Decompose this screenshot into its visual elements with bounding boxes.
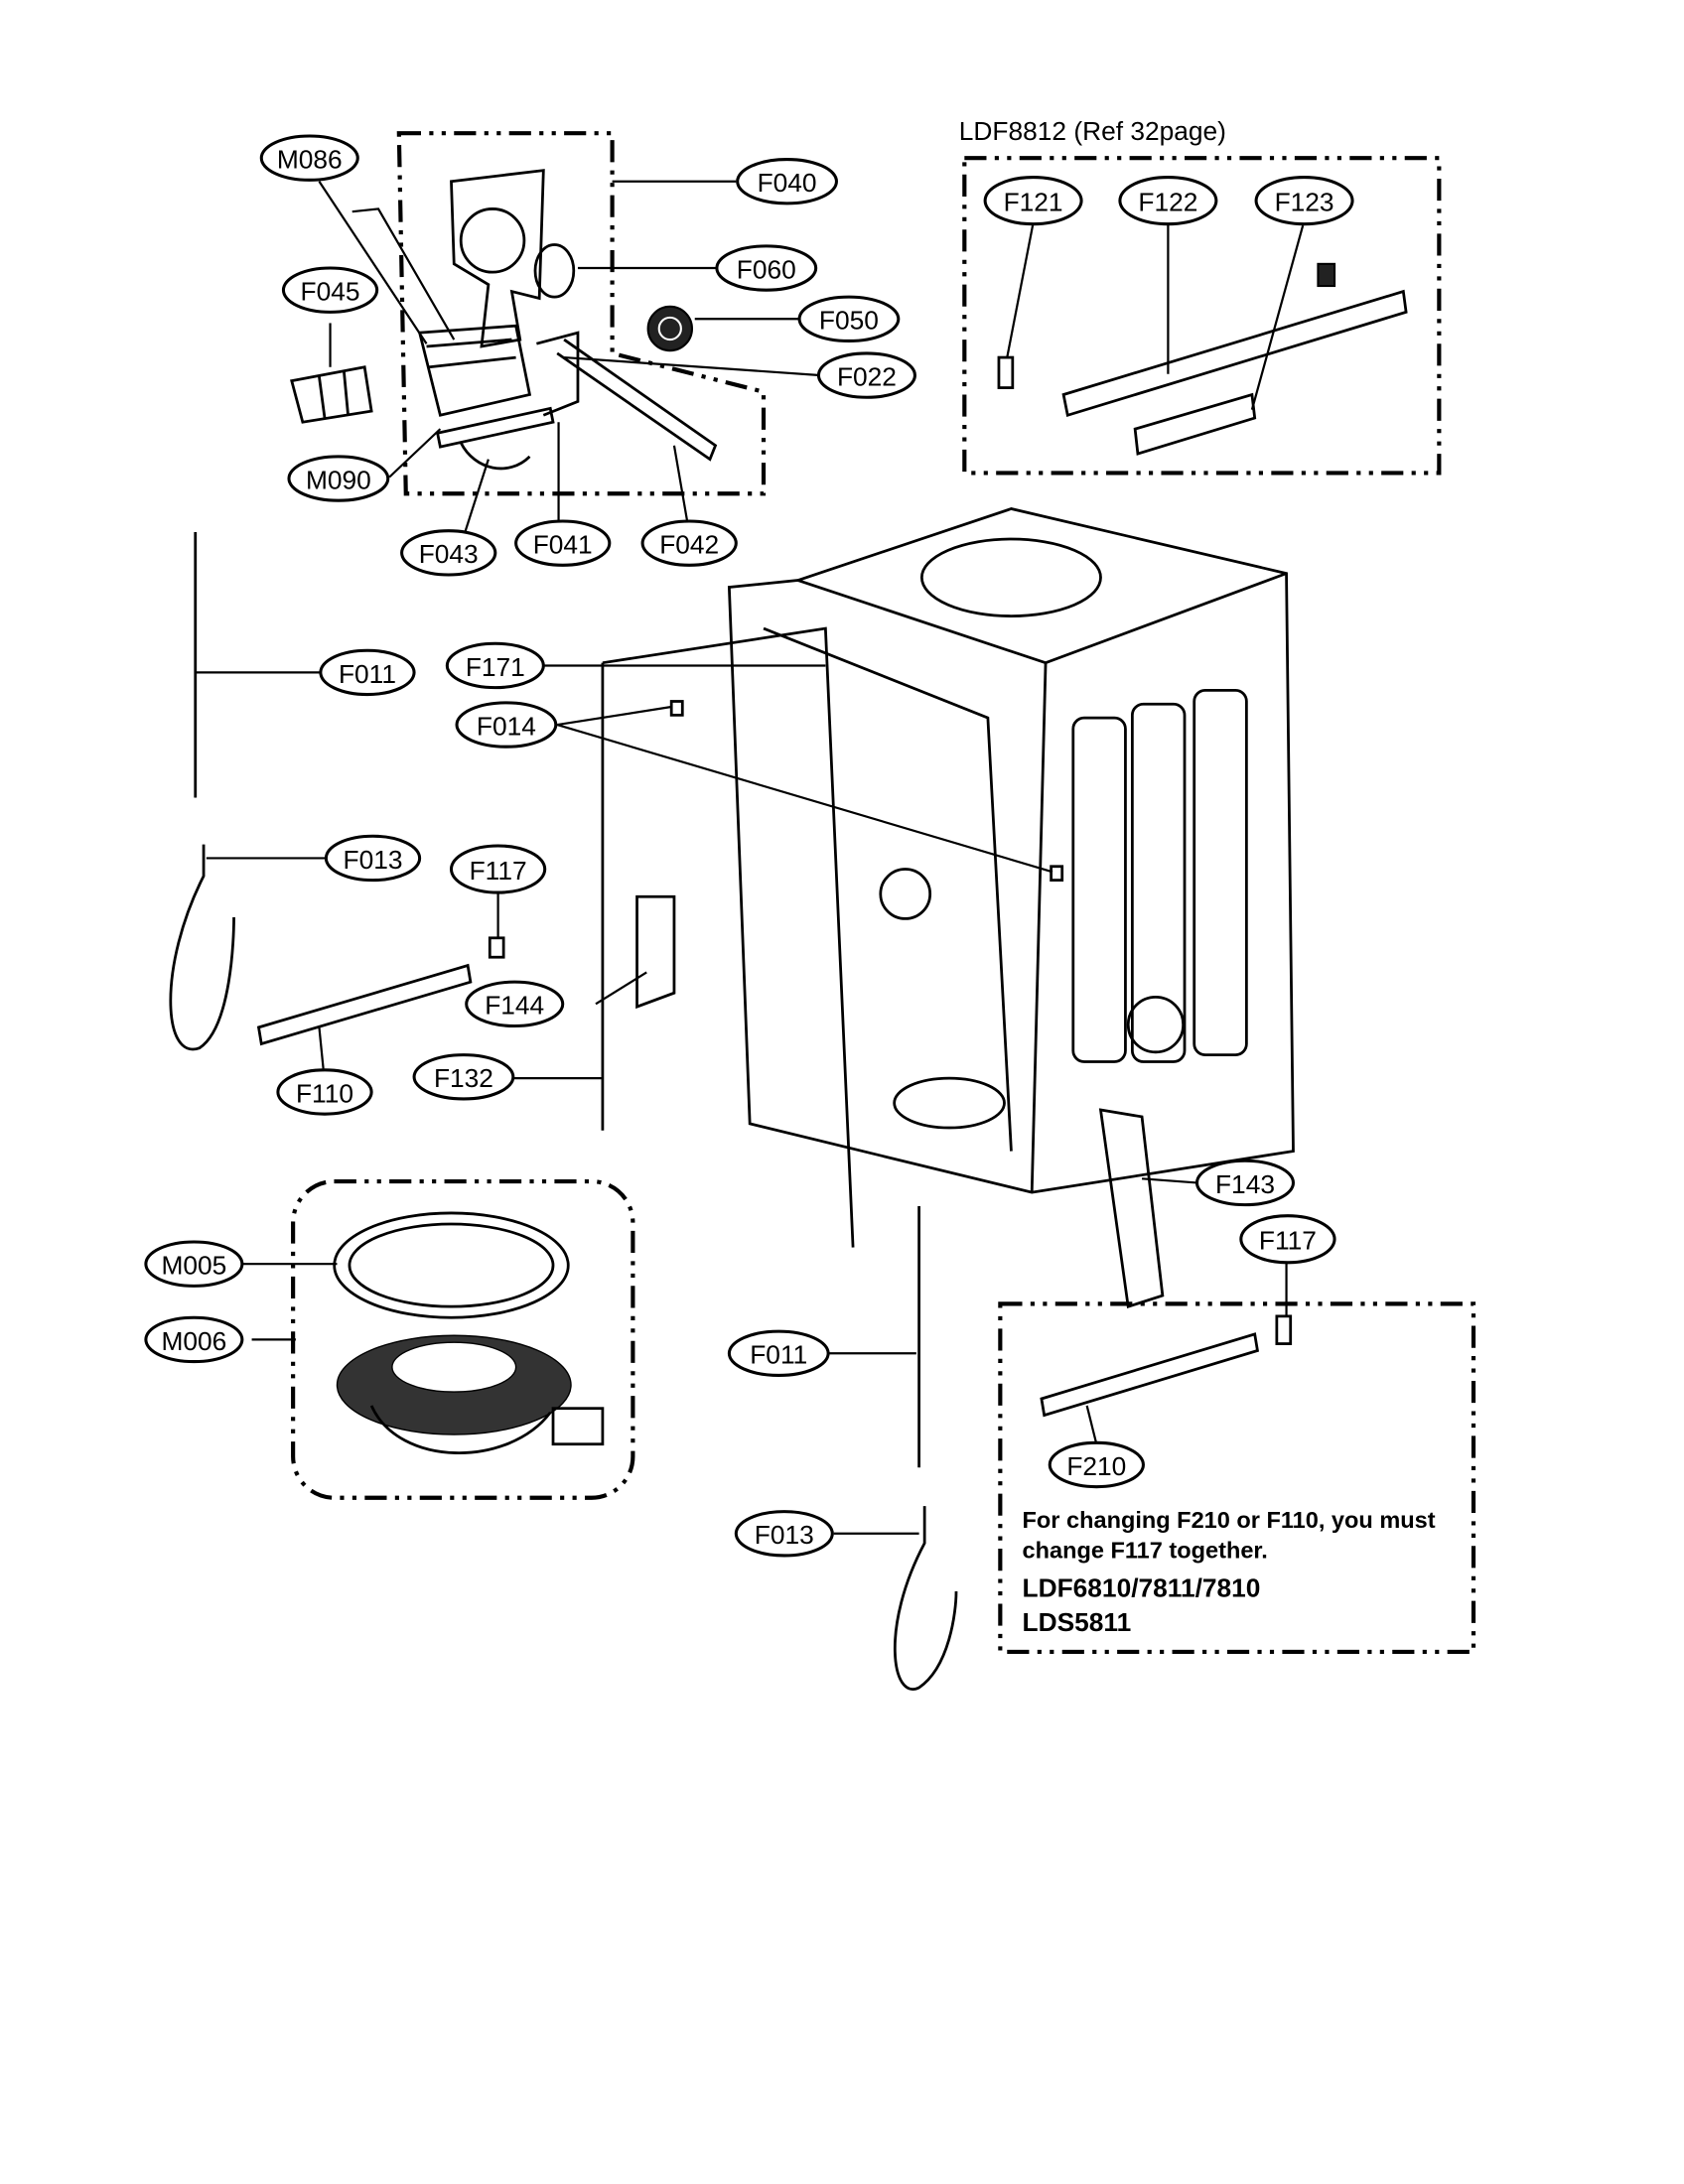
callout-F117-left[interactable]: F117 — [449, 844, 547, 894]
callout-M086[interactable]: M086 — [259, 134, 359, 182]
callout-F013-top[interactable]: F013 — [324, 834, 422, 883]
svg-text:F117: F117 — [470, 856, 527, 886]
note-models-2: LDS5811 — [1023, 1607, 1132, 1637]
svg-text:F060: F060 — [737, 254, 796, 284]
callout-F121[interactable]: F121 — [983, 176, 1083, 226]
svg-text:F132: F132 — [434, 1063, 493, 1093]
callout-F050[interactable]: F050 — [797, 295, 901, 342]
svg-text:F171: F171 — [466, 652, 525, 682]
callout-F117-right[interactable]: F117 — [1239, 1214, 1336, 1265]
svg-text:F110: F110 — [296, 1078, 353, 1108]
svg-text:F013: F013 — [344, 845, 403, 875]
callout-F144[interactable]: F144 — [465, 980, 565, 1028]
svg-text:M005: M005 — [161, 1251, 226, 1281]
svg-text:F121: F121 — [1004, 188, 1063, 217]
callout-F110[interactable]: F110 — [276, 1068, 373, 1116]
leader-lines-top — [318, 180, 822, 533]
water-guide-assembly — [290, 169, 718, 471]
callout-F143[interactable]: F143 — [1194, 1159, 1296, 1207]
callout-M006[interactable]: M006 — [144, 1315, 244, 1364]
svg-text:F013: F013 — [755, 1520, 814, 1550]
note-line-2: change F117 together. — [1023, 1538, 1268, 1564]
svg-text:F040: F040 — [758, 168, 817, 198]
water-guide-group-box — [396, 131, 767, 496]
svg-text:F143: F143 — [1215, 1169, 1275, 1199]
svg-text:F014: F014 — [477, 711, 536, 741]
svg-text:M086: M086 — [277, 145, 343, 175]
svg-text:F043: F043 — [419, 539, 479, 569]
upper-rail-parts — [997, 222, 1408, 456]
note-models-1: LDF6810/7811/7810 — [1023, 1573, 1261, 1603]
callout-F132[interactable]: F132 — [412, 1053, 515, 1101]
callout-F040[interactable]: F040 — [736, 158, 838, 205]
svg-text:F122: F122 — [1138, 188, 1197, 217]
model-ref-label: LDF8812 (Ref 32page) — [959, 116, 1226, 146]
svg-text:F117: F117 — [1259, 1226, 1317, 1256]
change-note: For changing F210 or F110, you must chan… — [1023, 1507, 1436, 1637]
callout-M090[interactable]: M090 — [287, 455, 390, 502]
svg-text:M090: M090 — [306, 465, 371, 494]
svg-text:F022: F022 — [837, 361, 897, 391]
callout-F022[interactable]: F022 — [816, 351, 916, 399]
svg-text:M006: M006 — [161, 1326, 226, 1356]
callout-F210[interactable]: F210 — [1048, 1440, 1145, 1489]
springs-cables — [169, 532, 958, 1691]
tub-assembly — [256, 507, 1295, 1418]
svg-text:F042: F042 — [659, 530, 719, 560]
sump-motor — [333, 1211, 605, 1454]
callout-F011-top[interactable]: F011 — [319, 648, 416, 697]
callout-F041[interactable]: F041 — [514, 519, 612, 567]
callout-F045[interactable]: F045 — [281, 266, 379, 314]
svg-text:F011: F011 — [339, 659, 396, 689]
callout-F014[interactable]: F014 — [455, 701, 558, 749]
svg-text:F011: F011 — [750, 1340, 807, 1370]
note-line-1: For changing F210 or F110, you must — [1023, 1507, 1436, 1533]
callout-F011-bottom[interactable]: F011 — [727, 1329, 830, 1377]
svg-text:F144: F144 — [485, 991, 544, 1021]
callout-F042[interactable]: F042 — [640, 519, 738, 567]
callout-F122[interactable]: F122 — [1118, 176, 1218, 226]
callout-M005[interactable]: M005 — [144, 1240, 244, 1288]
callout-F013-bottom[interactable]: F013 — [734, 1510, 834, 1558]
callout-F171[interactable]: F171 — [445, 641, 545, 690]
leader-lines-main — [195, 664, 1288, 1535]
svg-text:F210: F210 — [1066, 1451, 1126, 1481]
ldf8812-rail-group-box — [962, 156, 1442, 476]
svg-text:F050: F050 — [819, 306, 879, 336]
svg-text:F045: F045 — [301, 277, 360, 307]
svg-text:F041: F041 — [533, 530, 593, 560]
callout-F060[interactable]: F060 — [715, 244, 818, 292]
svg-text:F123: F123 — [1275, 188, 1334, 217]
callout-F043[interactable]: F043 — [400, 529, 497, 577]
callout-F123[interactable]: F123 — [1254, 176, 1354, 226]
door-rail-group-box — [998, 1301, 1476, 1655]
